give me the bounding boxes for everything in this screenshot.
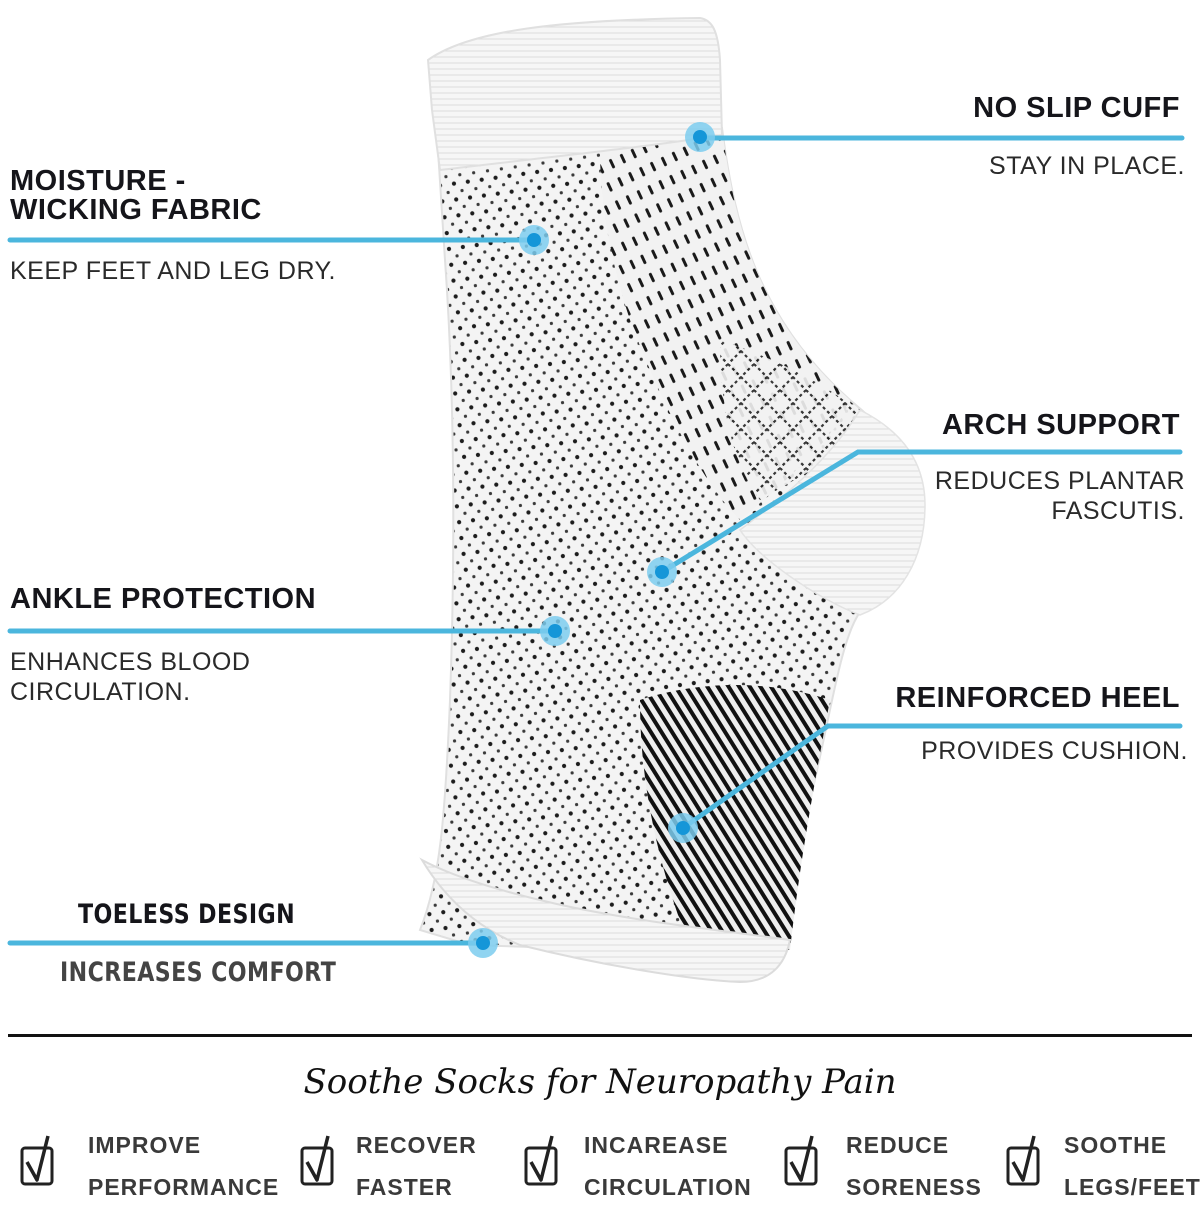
benefit-item: INCAREASE CIRCULATION	[522, 1124, 752, 1200]
benefit-line1: IMPROVE	[88, 1132, 202, 1158]
callout-ankle-title: ANKLE PROTECTION	[10, 583, 317, 615]
callout-moisture-title-line1: MOISTURE -	[10, 165, 186, 197]
benefit-line2: LEGS/FEET	[1064, 1174, 1200, 1200]
checkbox-checked-icon	[298, 1130, 348, 1190]
footer-title: Soothe Socks for Neuropathy Pain	[303, 1062, 897, 1102]
checkbox-checked-icon	[1004, 1130, 1054, 1190]
benefit-line1: INCAREASE	[584, 1132, 729, 1158]
hotspot-ankle-icon	[540, 616, 570, 646]
callout-heel-desc: PROVIDES CUSHION.	[921, 737, 1188, 765]
checkbox-checked-icon	[782, 1130, 832, 1190]
callout-no-slip-cuff-desc: STAY IN PLACE.	[989, 152, 1185, 180]
sock-stripe-panel	[640, 685, 830, 950]
callout-moisture-title-line2: WICKING FABRIC	[10, 194, 262, 226]
sock-cuff	[426, 16, 724, 172]
benefit-line1: REDUCE	[846, 1132, 950, 1158]
benefit-item: SOOTHE LEGS/FEET	[1004, 1124, 1200, 1200]
hotspot-moisture-icon	[519, 225, 549, 255]
callout-moisture-desc: KEEP FEET AND LEG DRY.	[10, 257, 336, 285]
benefit-item: REDUCE SORENESS	[782, 1124, 982, 1200]
benefit-line1: RECOVER	[356, 1132, 477, 1158]
sock-toe-band	[419, 857, 792, 984]
checkbox-checked-icon	[522, 1130, 572, 1190]
callout-toeless-desc: INCREASES COMFORT	[60, 957, 337, 988]
divider-top	[8, 1034, 1192, 1037]
callout-arch-desc-line2: FASCUTIS.	[1051, 497, 1185, 525]
sock-illustration	[7, 16, 1185, 984]
checkbox-checked-icon	[18, 1130, 68, 1190]
benefit-line2: FASTER	[356, 1174, 453, 1200]
hotspot-arch-icon	[647, 557, 677, 587]
benefit-item: RECOVER FASTER	[298, 1124, 477, 1200]
benefit-line2: CIRCULATION	[584, 1174, 752, 1200]
callout-no-slip-cuff-title: NO SLIP CUFF	[973, 92, 1180, 124]
benefit-line1: SOOTHE	[1064, 1132, 1168, 1158]
benefit-item: IMPROVE PERFORMANCE	[18, 1124, 279, 1200]
hotspot-no-slip-cuff-icon	[685, 122, 715, 152]
callout-heel-title: REINFORCED HEEL	[895, 682, 1180, 714]
leader-heel	[680, 723, 1183, 831]
hotspots	[468, 122, 715, 958]
benefit-line2: SORENESS	[846, 1174, 982, 1200]
callout-toeless-title: TOELESS DESIGN	[78, 899, 296, 930]
callout-ankle-desc-line1: ENHANCES BLOOD	[10, 648, 251, 676]
hotspot-heel-icon	[668, 813, 698, 843]
leader-lines	[7, 135, 1185, 946]
hotspot-toeless-icon	[468, 928, 498, 958]
callout-ankle-desc-line2: CIRCULATION.	[10, 678, 191, 706]
benefit-line2: PERFORMANCE	[88, 1174, 280, 1200]
callout-arch-title: ARCH SUPPORT	[941, 409, 1180, 441]
leader-arch	[659, 449, 1183, 575]
callout-arch-desc-line1: REDUCES PLANTAR	[934, 467, 1185, 495]
sock-cross-band	[720, 340, 880, 500]
